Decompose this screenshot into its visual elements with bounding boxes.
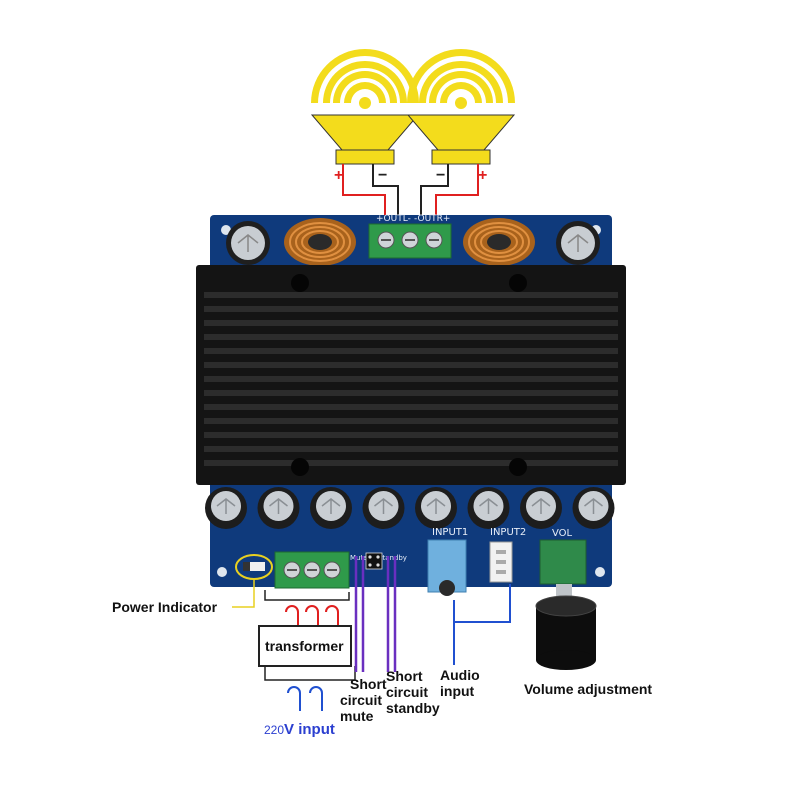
speaker-cone-icon [310, 114, 420, 151]
heatsink-fins [204, 292, 618, 466]
mute-leader [354, 556, 365, 672]
silk-input2: INPUT2 [490, 527, 526, 538]
transformer-box [258, 625, 352, 667]
label-input-voltage: 220V input [264, 721, 335, 738]
inductor-right [463, 218, 535, 266]
label-volume-adjustment: Volume adjustment [524, 681, 652, 697]
power-terminal-block [274, 551, 350, 589]
heatsink-fin [204, 418, 618, 424]
volume-potentiometer[interactable] [535, 539, 597, 670]
label-transformer: transformer [265, 638, 344, 654]
heatsink-fin [204, 432, 618, 438]
jumper-header [365, 552, 383, 570]
capacitor-bottom [572, 487, 615, 529]
polarity-left-plus: + [334, 167, 343, 184]
speaker-left [310, 49, 420, 165]
capacitor-bottom [205, 487, 247, 529]
silk-out-left: +OUTL- [376, 214, 411, 224]
polarity-right-minus: − [436, 167, 445, 184]
inductor-left [284, 218, 356, 266]
transformer-input-wires [264, 666, 356, 711]
label-audio-input-line2: input [440, 683, 475, 699]
standby-leader [386, 556, 397, 672]
heatsink-fin [204, 446, 618, 452]
speaker-magnet [431, 149, 491, 165]
heatsink-fin [204, 306, 618, 312]
heatsink-fin [204, 334, 618, 340]
transformer-bracket [264, 590, 350, 601]
label-short-mute-line2: circuit [340, 692, 382, 708]
capacitor-bottom [520, 487, 562, 529]
heatsink-fin [204, 390, 618, 396]
heatsink-fin [204, 460, 618, 466]
heatsink-fin [204, 362, 618, 368]
silk-standby: Standby [378, 554, 407, 562]
heatsink-fin [204, 320, 618, 326]
power-led [243, 562, 265, 571]
speaker-right [406, 49, 516, 165]
capacitor-row-bottom [205, 487, 615, 529]
speaker-cone-icon [406, 114, 516, 151]
label-audio-input-line1: Audio [440, 667, 480, 683]
label-short-standby-line1: Short [386, 668, 423, 684]
label-short-mute: Short circuit mute [340, 676, 390, 724]
sound-waves-icon [407, 49, 515, 109]
input-voltage-text: V input [284, 721, 335, 738]
capacitor-bottom [362, 487, 405, 529]
input-voltage-number: 220 [264, 723, 284, 737]
volume-knob-icon[interactable] [535, 595, 597, 617]
polarity-left-minus: − [378, 167, 387, 184]
input2-connector[interactable] [489, 541, 513, 583]
label-short-standby-line2: circuit [386, 684, 428, 700]
speaker-magnet [335, 149, 395, 165]
label-power-indicator: Power Indicator [112, 599, 218, 615]
audio-jack[interactable] [427, 539, 467, 596]
capacitor-top-right [556, 221, 600, 265]
silk-input1: INPUT1 [432, 527, 468, 538]
label-short-mute-line1: Short [350, 676, 387, 692]
transformer-output-wires [285, 605, 339, 626]
capacitor-bottom [257, 487, 300, 529]
capacitor-top-left [226, 221, 270, 265]
polarity-right-plus: + [478, 167, 487, 184]
silk-vol: VOL [552, 528, 573, 539]
silk-out-right: -OUTR+ [414, 214, 450, 224]
label-short-standby-line3: standby [386, 700, 440, 716]
capacitor-bottom [310, 487, 352, 529]
heatsink-fin [204, 376, 618, 382]
heatsink [196, 265, 626, 485]
label-short-mute-line3: mute [340, 708, 374, 724]
capacitor-bottom [467, 487, 510, 529]
speaker-wires [342, 164, 479, 228]
output-terminal-block [368, 223, 452, 259]
label-short-standby: Short circuit standby [386, 668, 440, 716]
heatsink-fin [204, 404, 618, 410]
power-indicator-leader [232, 579, 255, 608]
silk-mute: Mute [350, 554, 368, 562]
sound-waves-icon [311, 49, 419, 109]
audio-input-leader [453, 584, 511, 665]
heatsink-fin [204, 348, 618, 354]
heatsink-fin [204, 292, 618, 298]
capacitor-bottom [415, 487, 457, 529]
label-audio-input: Audio input [440, 667, 484, 699]
